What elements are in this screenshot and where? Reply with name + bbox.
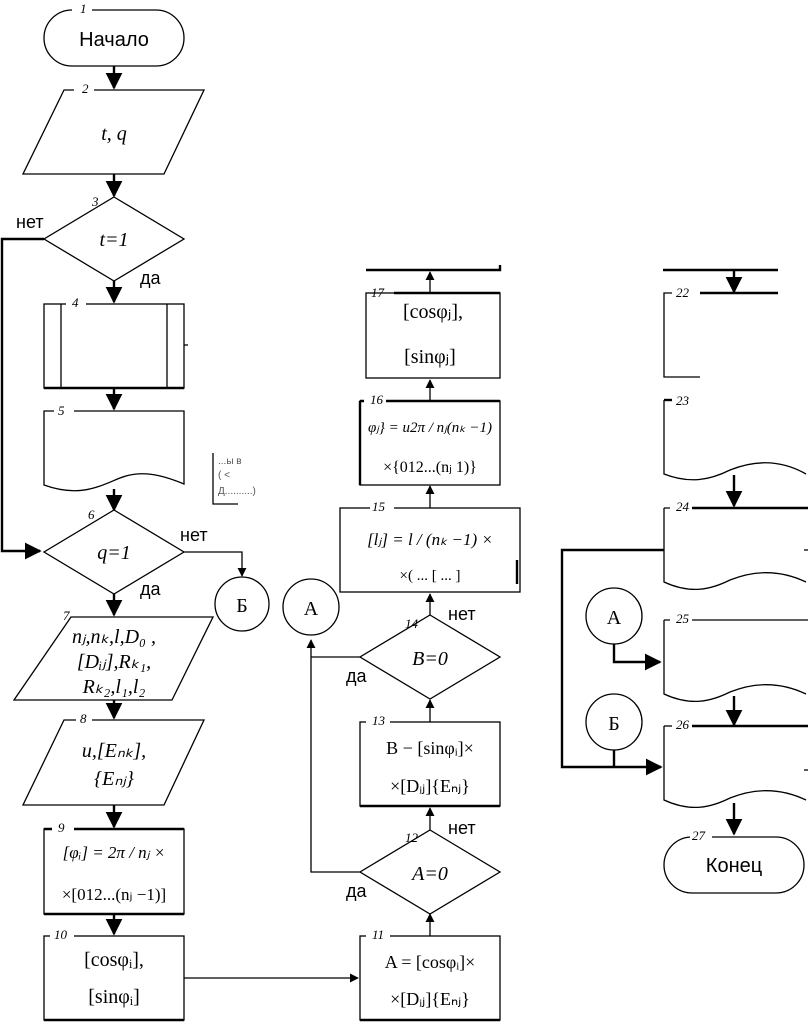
annotation-text: ( < [218,470,230,481]
no-branch-line [0,237,44,560]
start-label: Начало [79,29,149,51]
block-number: 5 [58,403,65,418]
connector-label: А [304,598,319,620]
no-label: нет [448,818,476,838]
block-17-process: 17 [cosφⱼ], [sinφⱼ] [365,285,501,379]
formula-text: ×[Dᵢⱼ]{Eₙⱼ} [390,989,470,1009]
input-text: Rₖ₂,l₁,l₂ [82,676,146,698]
block-number: 8 [80,711,87,726]
yes-label: да [140,579,162,599]
block-number: 7 [63,608,70,623]
formula-text: [φᵢ] = 2π / nⱼ × [63,843,166,862]
formula-text: [sinφⱼ] [404,346,456,368]
block-number: 3 [91,194,99,209]
yes-branch-line [306,639,360,873]
block-23-document: 23 [663,393,807,481]
connector-a-line [612,644,662,671]
yes-label: да [346,881,368,901]
block-number: 15 [372,499,386,514]
formula-text: ×[Dᵢⱼ]{Eₙⱼ} [390,776,470,796]
block-number: 6 [88,507,95,522]
block-14-decision: 14 B=0 нет да [346,604,502,700]
no-label: нет [448,604,476,624]
input-text: t, q [101,123,127,145]
block-number: 13 [372,713,386,728]
annotation-fragment: ...ы в ( < Д..........) [212,453,256,505]
block-24-document: 24 [663,499,808,591]
block-number: 10 [54,927,68,942]
input-text: [Dᵢⱼ],Rₖ₁, [77,651,151,673]
block-number: 1 [80,1,87,16]
block-3-decision: 3 t=1 нет да [16,194,186,288]
decision-text: t=1 [99,229,128,251]
block-10-process: 10 [cosφᵢ], [sinφᵢ] [43,927,185,1022]
block-2-input: 2 t, q [21,81,206,175]
decision-text: q=1 [97,542,131,564]
block-16-process: 16 φⱼ} = u2π / nⱼ(nₖ −1) ×{012...(nⱼ 1)} [358,392,501,486]
block-27-end: 27 Конец [663,828,805,894]
formula-text: B − [sinφᵢ]× [386,738,474,758]
formula-text: φⱼ} = u2π / nⱼ(nₖ −1) [368,420,492,436]
connector-b-in: Б [585,693,643,751]
input-text: {Eₙⱼ} [94,768,134,790]
flow-continuation-line [366,265,502,272]
decision-text: B=0 [412,648,448,670]
formula-text: ×{012...(nⱼ 1)} [383,459,477,476]
no-branch-line [184,551,247,577]
block-number: 12 [405,830,419,845]
formula-text: [cosφᵢ], [84,949,144,971]
yes-label: да [346,666,368,686]
block-number: 23 [676,393,690,408]
block-number: 22 [676,285,690,300]
block-5-document: 5 [43,403,185,492]
block-26-document: 26 [663,717,808,809]
end-label: Конец [706,855,762,877]
formula-text: [lⱼ] = l / (nₖ −1) × [367,530,493,549]
yes-label: да [140,268,162,288]
formula-text: A = [cosφᵢ]× [385,952,476,972]
no-label: нет [180,525,208,545]
formula-text: [cosφⱼ], [403,301,463,323]
connector-label: А [607,607,622,629]
block-number: 16 [370,392,384,407]
connector-label: Б [608,713,619,735]
block-13-process: 13 B − [sinφᵢ]× ×[Dᵢⱼ]{Eₙⱼ} [359,713,501,808]
connector-a-in: А [585,587,643,645]
no-label: нет [16,212,44,232]
block-11-process: 11 A = [cosφᵢ]× ×[Dᵢⱼ]{Eₙⱼ} [359,927,501,1022]
block-8-input: 8 u,[Eₙₖ], {Eₙⱼ} [21,711,206,806]
block-number: 14 [405,616,419,631]
formula-text: [sinφᵢ] [88,986,139,1008]
block-number: 4 [72,295,79,310]
input-text: nⱼ,nₖ,l,D₀ , [72,626,156,648]
annotation-text: Д..........) [218,486,256,497]
block-number: 9 [58,820,65,835]
connector-a-out: А [282,578,340,636]
block-number: 11 [372,927,384,942]
block-number: 2 [82,81,89,96]
formula-text: ×[012...(nⱼ −1)] [62,885,166,904]
decision-text: A=0 [410,863,448,885]
block-4-predefined-process: 4 [43,295,188,390]
connector-label: Б [236,595,247,617]
block-7-input: 7 nⱼ,nₖ,l,D₀ , [Dᵢⱼ],Rₖ₁, Rₖ₂,l₁,l₂ [12,608,215,701]
block-9-process: 9 [φᵢ] = 2π / nⱼ × ×[012...(nⱼ −1)] [43,820,185,916]
block-25-document: 25 [663,611,808,703]
block-15-process: 15 [lⱼ] = l / (nₖ −1) × ×( ... [ ... ] [339,499,521,593]
block-number: 26 [676,717,690,732]
annotation-text: ...ы в [218,456,242,467]
block-number: 17 [371,285,385,300]
block-1-start: 1 Начало [43,1,185,67]
block-12-decision: 12 A=0 нет да [346,818,502,915]
block-number: 27 [692,828,706,843]
loop-line [560,548,664,776]
input-text: u,[Eₙₖ], [82,740,146,762]
formula-text: ×( ... [ ... ] [400,568,461,584]
block-number: 25 [676,611,690,626]
block-22-process: 22 [663,285,778,378]
connector-b-out: Б [214,576,270,632]
block-6-decision: 6 q=1 нет да [42,507,208,599]
block-number: 24 [676,499,690,514]
